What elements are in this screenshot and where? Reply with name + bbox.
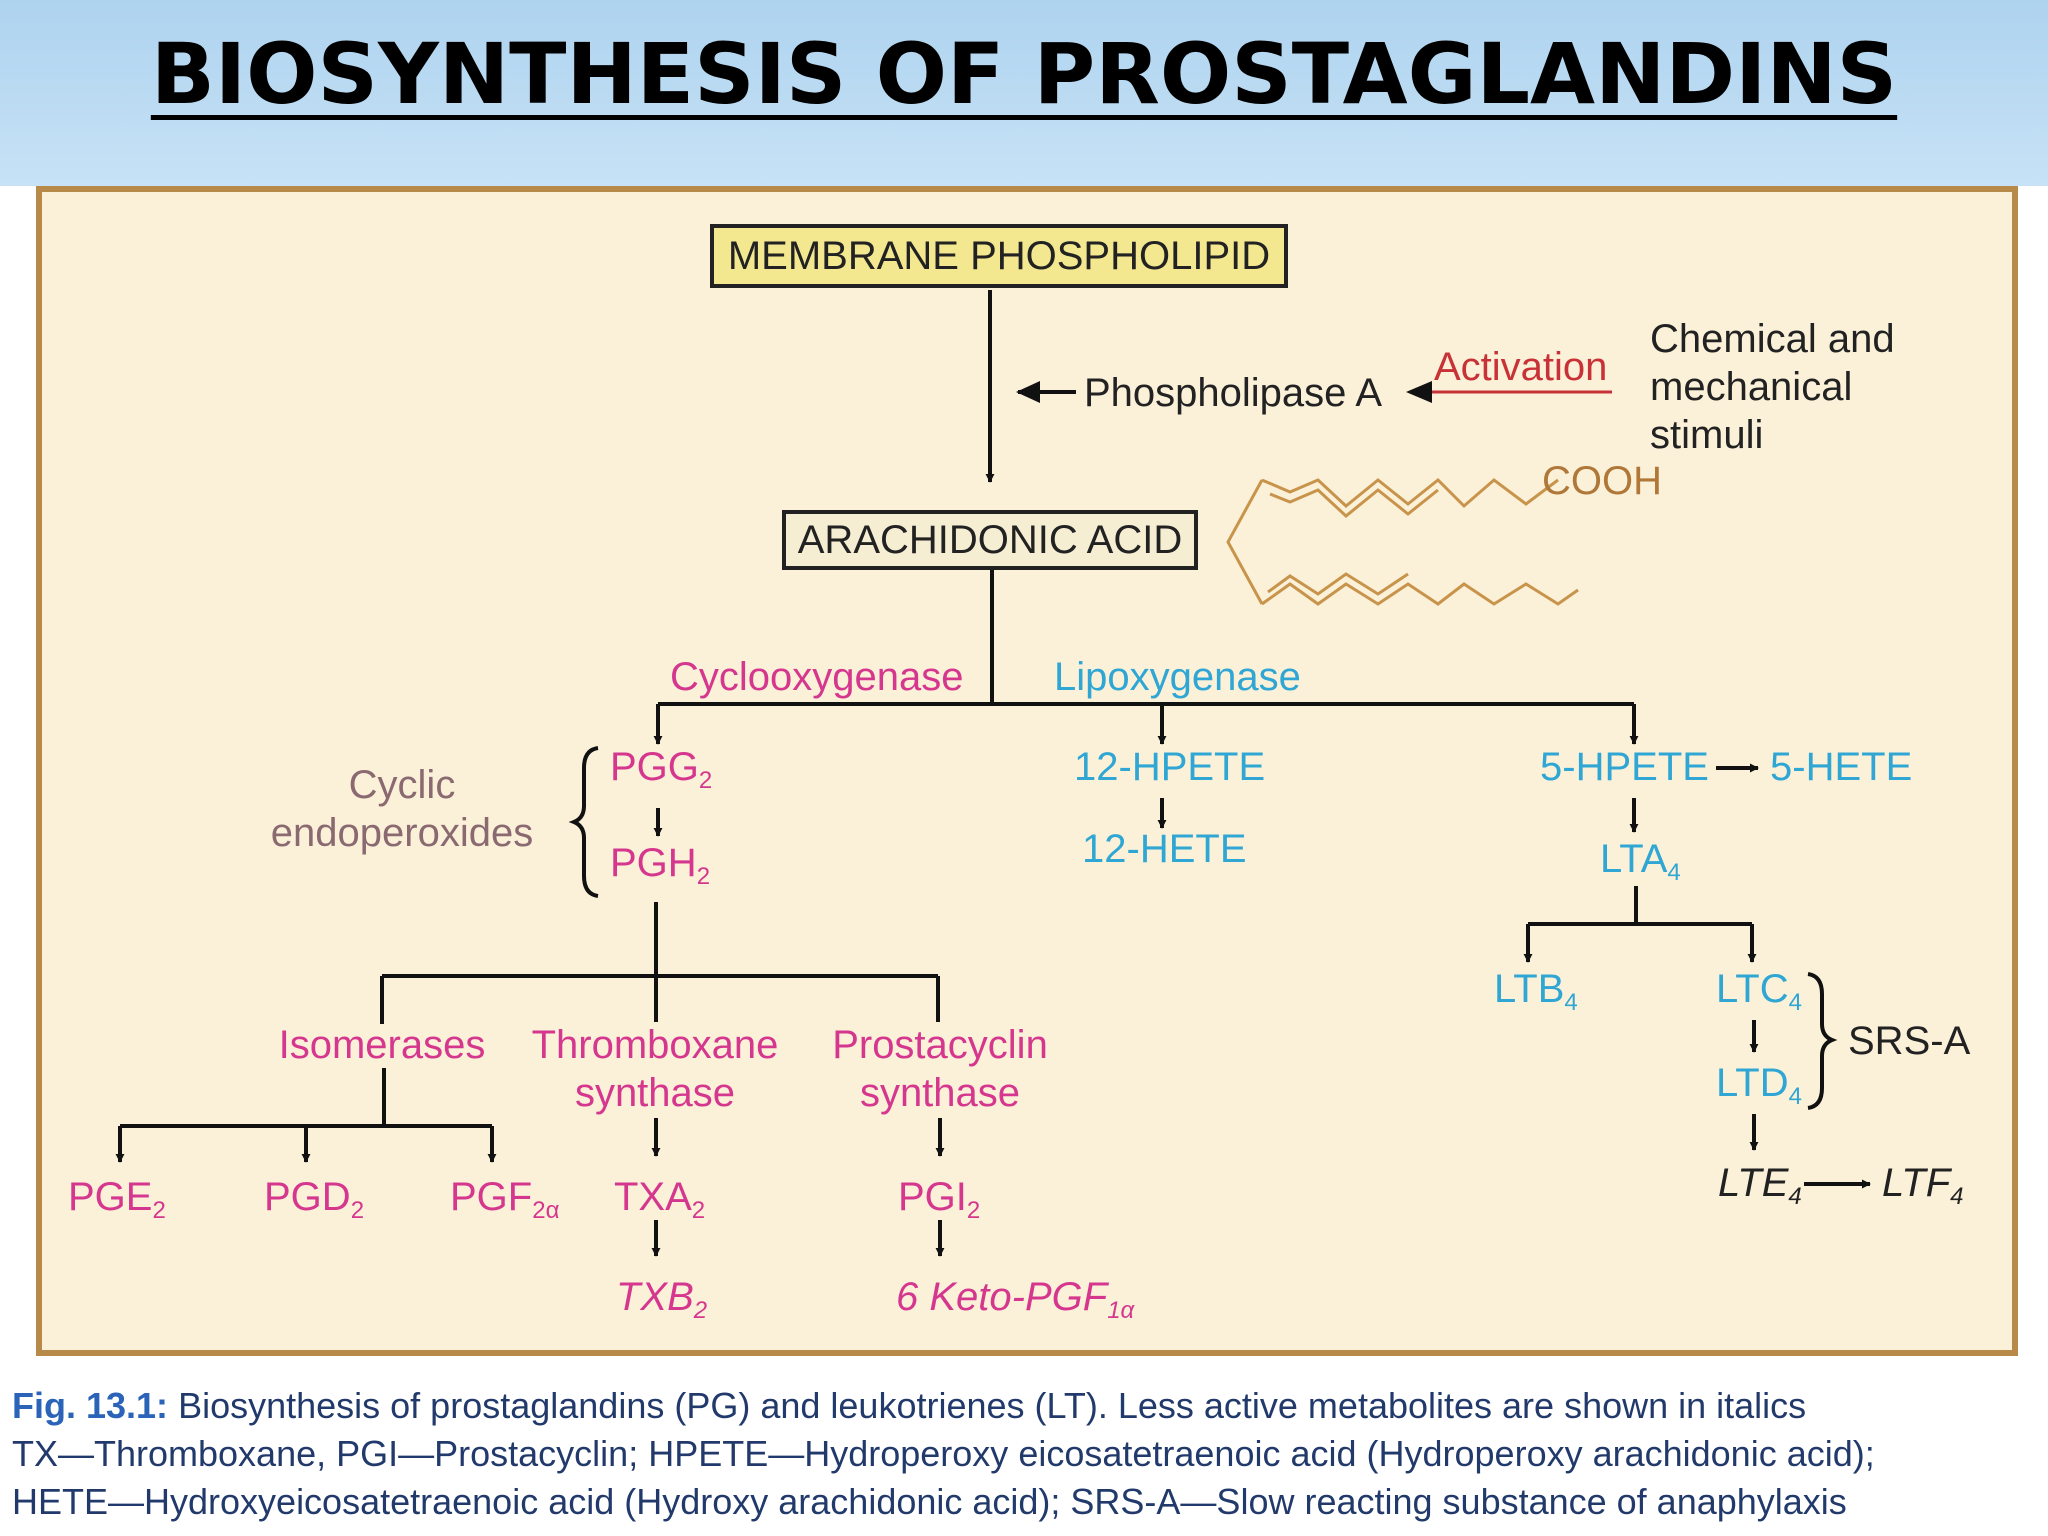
- title-banner: [0, 0, 2048, 186]
- lte4-label: LTE4: [1718, 1161, 1802, 1210]
- arrowhead-activation: [1406, 381, 1432, 403]
- thromboxane-synthase-line-2: synthase: [574, 1071, 736, 1115]
- activation-label: Activation: [1434, 345, 1608, 389]
- srs-a-label: SRS-A: [1848, 1019, 1971, 1063]
- lta4-label: LTA4: [1600, 837, 1681, 886]
- pgg2-label: PGG2: [610, 745, 713, 794]
- pge2-label: PGE2: [68, 1175, 166, 1224]
- diagram-panel: [36, 186, 2018, 1356]
- txa2-label: TXA2: [614, 1175, 706, 1224]
- arachidonic-acid-structure: [1226, 477, 1579, 606]
- figure-caption: Fig. 13.1: Biosynthesis of prostaglandin…: [12, 1382, 2032, 1526]
- cyclic-endoperoxides-line-1: Cyclic: [348, 763, 456, 807]
- stimuli-line-3: stimuli: [1650, 413, 1764, 457]
- pgf2a-label: PGF2α: [450, 1175, 560, 1224]
- caption-line-2: TX—Thromboxane, PGI—Prostacyclin; HPETE—…: [12, 1433, 1875, 1474]
- membrane-phospholipid-box: MEMBRANE PHOSPHOLIPID: [710, 224, 1288, 288]
- ltc4-label: LTC4: [1716, 967, 1802, 1016]
- ltf4-label: LTF4: [1882, 1161, 1964, 1210]
- 6-keto-pgf1a-label: 6 Keto-PGF1α: [896, 1275, 1135, 1324]
- cyclic-endoperoxides-line-2: endoperoxides: [270, 811, 534, 855]
- pgi2-label: PGI2: [898, 1175, 981, 1224]
- figure-number: Fig. 13.1:: [12, 1385, 169, 1426]
- caption-line-1: Fig. 13.1: Biosynthesis of prostaglandin…: [12, 1385, 1807, 1426]
- brace-srs-a: [1807, 972, 1838, 1110]
- ltb4-label: LTB4: [1494, 967, 1578, 1016]
- phospholipase-a-label: Phospholipase A: [1084, 371, 1383, 415]
- stimuli-line-1: Chemical and: [1650, 317, 1895, 361]
- arrowhead-phospholipase: [1016, 381, 1040, 403]
- 5-hpete-label: 5-HPETE: [1540, 745, 1709, 789]
- 5-hete-label: 5-HETE: [1770, 745, 1913, 789]
- lipoxygenase-label: Lipoxygenase: [1054, 655, 1301, 699]
- slide-title: BIOSYNTHESIS OF PROSTAGLANDINS: [150, 25, 1898, 123]
- prostacyclin-synthase-line-1: Prostacyclin: [832, 1023, 1048, 1067]
- caption-line-3: HETE—Hydroxyeicosatetraenoic acid (Hydro…: [12, 1481, 1847, 1522]
- pgh2-label: PGH2: [610, 841, 711, 890]
- 12-hete-label: 12-HETE: [1082, 827, 1247, 871]
- arachidonic-acid-box: ARACHIDONIC ACID: [782, 510, 1198, 570]
- cyclooxygenase-label: Cyclooxygenase: [670, 655, 964, 699]
- ltd4-label: LTD4: [1716, 1061, 1802, 1110]
- txb2-label: TXB2: [616, 1275, 708, 1324]
- pgd2-label: PGD2: [264, 1175, 365, 1224]
- 12-hpete-label: 12-HPETE: [1074, 745, 1266, 789]
- thromboxane-synthase-line-1: Thromboxane: [531, 1023, 779, 1067]
- brace-cyclic-endoperoxides: [568, 746, 599, 898]
- prostacyclin-synthase-line-2: synthase: [859, 1071, 1021, 1115]
- cooh-label: COOH: [1542, 459, 1662, 503]
- stimuli-line-2: mechanical: [1650, 365, 1853, 409]
- isomerases-label: Isomerases: [278, 1023, 486, 1067]
